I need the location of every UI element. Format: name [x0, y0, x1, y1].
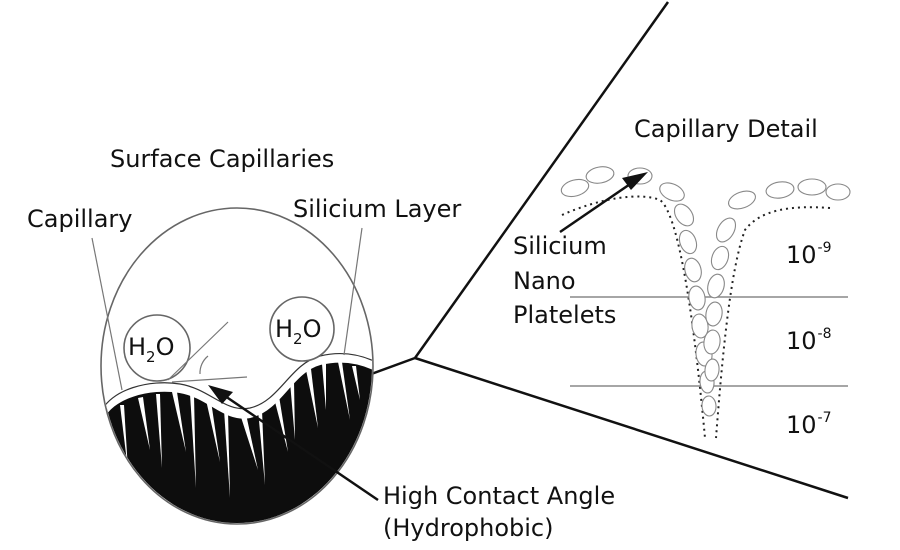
capillary-label: Capillary — [27, 205, 133, 233]
dark-substrate — [102, 352, 372, 523]
contact-angle-arrow — [208, 385, 379, 502]
silicium-nano-label-line1: Silicium — [513, 232, 607, 260]
scale-label-nano7: 10-7 — [786, 410, 832, 439]
silicium-layer-label: Silicium Layer — [293, 195, 462, 223]
h2o-label-right: H2O — [275, 315, 322, 348]
h2o-label-left: H2O — [128, 333, 175, 366]
droplet-right — [269, 296, 335, 362]
capillary-profile — [561, 195, 831, 439]
scale-label-nano8: 10-8 — [786, 326, 832, 355]
contact-angle-label-line1: High Contact Angle — [383, 482, 616, 510]
white-streaks — [120, 362, 360, 498]
scale-label-nano9: 10-9 — [786, 240, 832, 269]
nano-platelets-arrow — [559, 172, 648, 234]
surface-capillaries-title: Surface Capillaries — [110, 145, 335, 173]
contact-angle-lines — [167, 321, 248, 383]
silicium-nano-label-line3: Platelets — [513, 301, 617, 329]
droplet-left — [123, 314, 191, 382]
capillary-detail-title: Capillary Detail — [634, 115, 818, 143]
leader-lines — [91, 227, 363, 391]
silicium-nano-label-line2: Nano — [513, 267, 576, 295]
contact-angle-label-line2: (Hydrophobic) — [383, 514, 554, 542]
